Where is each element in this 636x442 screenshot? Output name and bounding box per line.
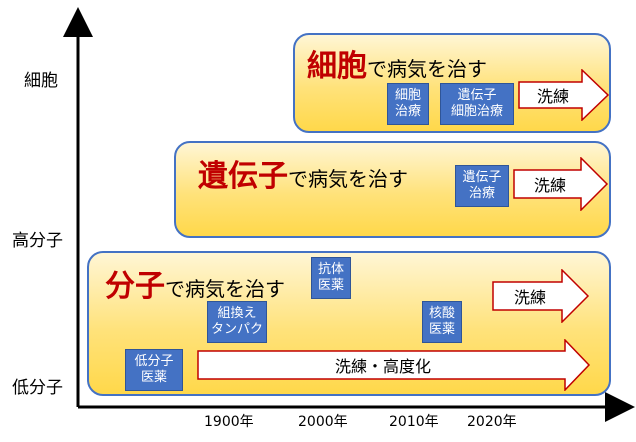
gene-arrow-label: 洗練 (533, 176, 566, 195)
molecule-panel-title: 分子で病気を治す (105, 261, 285, 305)
x-label-2000: 2000年 (298, 414, 348, 430)
cell-panel-title: 細胞で病気を治す (307, 41, 487, 85)
y-label-cell: 細胞 (24, 71, 58, 91)
molecule-title-keyword: 分子 (105, 269, 165, 304)
cell-title-rest: で病気を治す (367, 57, 487, 81)
recombinant-protein-box: 組換え タンパク (207, 301, 267, 343)
x-label-2020: 2020年 (467, 414, 517, 430)
recombinant-protein-label: 組換え タンパク (210, 306, 263, 337)
molecule-arrow-label: 洗練 (513, 288, 546, 307)
gene-therapy-box: 遺伝子 治療 (455, 165, 509, 207)
small-molecule-drug-label: 低分子 医薬 (134, 354, 174, 385)
gene-title-rest: で病気を治す (288, 167, 408, 191)
y-label-high-molecule: 高分子 (12, 231, 63, 251)
x-label-1900: 1900年 (204, 414, 254, 430)
cell-title-keyword: 細胞 (307, 49, 367, 84)
y-label-low-molecule: 低分子 (12, 378, 63, 398)
gene-title-keyword: 遺伝子 (198, 159, 288, 194)
gene-cell-therapy-box: 遺伝子 細胞治療 (440, 83, 514, 125)
nucleic-acid-drug-box: 核酸 医薬 (422, 301, 462, 343)
gene-therapy-panel: 遺伝子で病気を治す 遺伝子 治療 洗練 (174, 141, 611, 238)
nucleic-acid-drug-label: 核酸 医薬 (428, 306, 455, 337)
cell-refine-arrow: 洗練 (518, 69, 610, 121)
gene-cell-therapy-label: 遺伝子 細胞治療 (450, 88, 503, 119)
cell-arrow-label: 洗練 (536, 87, 569, 106)
molecule-title-rest: で病気を治す (165, 277, 285, 301)
molecule-refine-arrow: 洗練 (492, 269, 590, 323)
gene-therapy-label: 遺伝子 治療 (462, 170, 502, 201)
refine-advance-long-arrow: 洗練・高度化 (197, 339, 591, 391)
cell-therapy-panel: 細胞で病気を治す 細胞 治療 遺伝子 細胞治療 洗練 (293, 33, 611, 133)
molecule-therapy-panel: 分子で病気を治す 抗体 医薬 組換え タンパク 核酸 医薬 低分子 医薬 洗練 … (87, 251, 611, 396)
small-molecule-drug-box: 低分子 医薬 (125, 349, 183, 391)
cell-therapy-box: 細胞 治療 (387, 83, 429, 125)
x-label-2010: 2010年 (389, 414, 439, 430)
long-arrow-label: 洗練・高度化 (334, 357, 431, 376)
antibody-drug-label: 抗体 医薬 (317, 262, 344, 293)
cell-therapy-label: 細胞 治療 (394, 88, 421, 119)
antibody-drug-box: 抗体 医薬 (311, 257, 351, 299)
gene-refine-arrow: 洗練 (513, 157, 609, 211)
gene-panel-title: 遺伝子で病気を治す (198, 151, 408, 195)
